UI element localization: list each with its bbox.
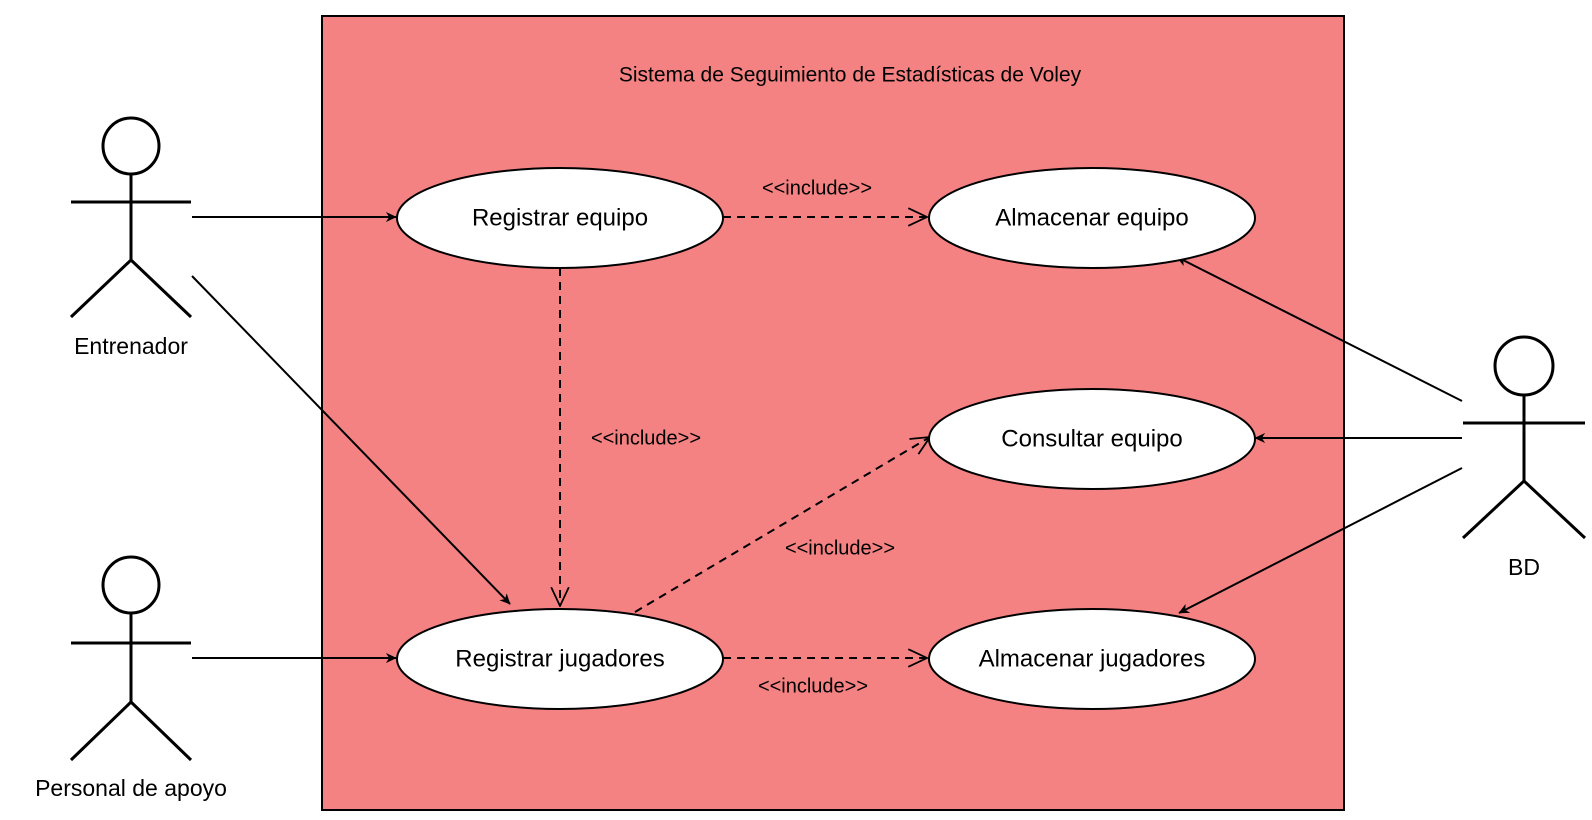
use-case-almacenar-jugadores[interactable]: Almacenar jugadores	[928, 608, 1256, 710]
actor-head	[101, 555, 161, 615]
use-case-registrar-equipo[interactable]: Registrar equipo	[396, 167, 724, 269]
assoc-entrenador-registrar-jugadores	[191, 275, 511, 605]
include-jugadores-to-consultar	[634, 437, 930, 613]
use-case-label: Almacenar jugadores	[979, 645, 1206, 672]
actor-head	[101, 116, 161, 176]
use-case-label: Consultar equipo	[1001, 425, 1182, 452]
use-case-consultar-equipo[interactable]: Consultar equipo	[928, 388, 1256, 490]
actor-head	[1493, 335, 1555, 397]
actor-label-bd: BD	[1508, 554, 1540, 580]
actor-bd[interactable]: BD	[1461, 335, 1587, 580]
include-label: <<include>>	[591, 427, 701, 449]
include-label: <<include>>	[785, 537, 895, 559]
include-label: <<include>>	[758, 675, 868, 697]
use-case-registrar-jugadores[interactable]: Registrar jugadores	[396, 608, 724, 710]
include-label: <<include>>	[762, 177, 872, 199]
assoc-bd-almacenar-jugadores	[1179, 467, 1463, 614]
actor-label-entrenador: Entrenador	[74, 333, 188, 359]
use-case-label: Registrar equipo	[472, 204, 648, 231]
actor-entrenador[interactable]: Entrenador	[69, 116, 193, 359]
use-case-almacenar-equipo[interactable]: Almacenar equipo	[928, 167, 1256, 269]
use-case-label: Registrar jugadores	[455, 645, 664, 672]
system-title: Sistema de Seguimiento de Estadísticas d…	[619, 64, 1082, 87]
actor-label-personal: Personal de apoyo	[35, 775, 227, 801]
assoc-bd-almacenar-equipo	[1177, 256, 1463, 402]
actor-personal-de-apoyo[interactable]: Personal de apoyo	[35, 555, 227, 801]
use-case-label: Almacenar equipo	[995, 204, 1188, 231]
